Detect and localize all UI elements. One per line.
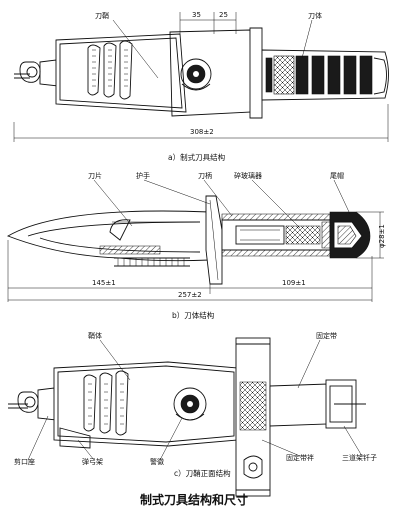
fixing-strap: [235, 337, 366, 497]
blade-dimensions: 145±1 109±1 257±2 φ28±1: [7, 211, 386, 302]
label-fixing-strap: 固定带: [316, 331, 337, 340]
top-view: 35 25 308±2 刀鞘 刀体 a）制式刀具结构: [13, 11, 389, 162]
top-dimensions: 35 25 308±2: [13, 11, 389, 142]
label-sheath: 刀鞘: [95, 11, 109, 20]
blade-view: 145±1 109±1 257±2 φ28±1 刀片 护手 刀柄 碎玻璃器 尾帽…: [6, 171, 386, 320]
label-sheath-body: 鞘体: [88, 331, 102, 340]
dim-257: 257±2: [178, 291, 202, 299]
caption-c: c）刀鞘正面结构: [174, 468, 231, 478]
sheath-clip-front: [8, 387, 57, 421]
dim-308: 308±2: [190, 128, 214, 136]
guard: [205, 195, 223, 285]
label-tail-cap: 尾帽: [330, 171, 344, 180]
dim-diameter: φ28±1: [378, 224, 386, 248]
blade-body-top: [249, 27, 389, 119]
label-blade-body: 刀体: [308, 11, 322, 20]
label-glass-breaker: 碎玻璃器: [234, 171, 262, 180]
label-strap-buckle: 固定带袢: [286, 453, 314, 462]
police-emblem-front: [173, 387, 207, 421]
label-blade: 刀片: [88, 171, 102, 180]
label-police-emblem: 警徽: [150, 457, 164, 466]
sheath-body: [53, 361, 239, 449]
label-front-seat: 剪口座: [14, 457, 35, 466]
handle-section: [221, 213, 333, 257]
tail-cap: [329, 211, 371, 259]
blade: [6, 210, 211, 267]
police-emblem-top: [180, 58, 212, 91]
sheath-view: 鞘体 固定带 剪口座 弹弓架 警徽 固定带袢 三道架钎子 c）刀鞘正面结构: [8, 331, 377, 497]
dim-35: 35: [192, 11, 201, 19]
label-guard: 护手: [136, 171, 150, 180]
sheath: [55, 29, 253, 117]
dim-145: 145±1: [92, 279, 116, 287]
label-triple-bar-buckle: 三道架钎子: [342, 453, 377, 462]
sheath-clip: [14, 59, 59, 87]
figure-title: 制式刀具结构和尺寸: [140, 492, 248, 507]
dim-109: 109±1: [282, 279, 306, 287]
caption-a: a）制式刀具结构: [168, 152, 226, 162]
caption-b: b）刀体结构: [172, 310, 215, 320]
label-spring-frame: 弹弓架: [82, 457, 103, 466]
label-handle: 刀柄: [198, 171, 212, 180]
dim-25: 25: [219, 11, 228, 19]
